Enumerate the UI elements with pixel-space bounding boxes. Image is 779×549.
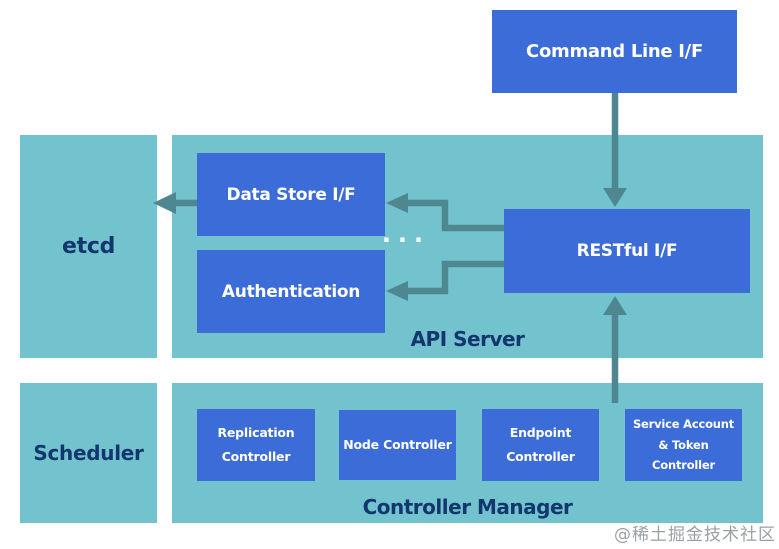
authentication-box: Authentication — [197, 250, 385, 333]
data-store-if-label: Data Store I/F — [226, 184, 356, 205]
restful-if-label: RESTful I/F — [576, 241, 678, 261]
ellipsis-more-components: ··· — [381, 226, 431, 254]
command-line-if-box: Command Line I/F — [492, 10, 737, 93]
service-account-token-controller-label: Service Account & Token Controller — [632, 416, 735, 473]
command-line-if-label: Command Line I/F — [526, 41, 703, 62]
scheduler-label: Scheduler — [33, 441, 144, 465]
api-server-panel: Data Store I/F Authentication RESTful I/… — [172, 135, 763, 358]
controller-manager-panel: Replication Controller Node Controller E… — [172, 383, 763, 523]
endpoint-controller-box: Endpoint Controller — [482, 409, 599, 481]
etcd-label: etcd — [61, 234, 116, 259]
replication-controller-label: Replication Controller — [217, 425, 295, 464]
authentication-label: Authentication — [221, 281, 361, 302]
data-store-if-box: Data Store I/F — [197, 153, 385, 236]
etcd-panel: etcd — [20, 135, 157, 358]
service-account-token-controller-box: Service Account & Token Controller — [625, 409, 742, 481]
node-controller-box: Node Controller — [339, 410, 456, 480]
node-controller-label: Node Controller — [343, 437, 452, 453]
replication-controller-box: Replication Controller — [197, 409, 315, 481]
controller-manager-caption: Controller Manager — [362, 495, 573, 519]
endpoint-controller-label: Endpoint Controller — [506, 425, 575, 464]
restful-if-box: RESTful I/F — [504, 209, 750, 293]
scheduler-panel: Scheduler — [20, 383, 157, 523]
api-server-caption: API Server — [410, 327, 525, 351]
watermark: @稀土掘金技术社区 — [614, 525, 776, 545]
